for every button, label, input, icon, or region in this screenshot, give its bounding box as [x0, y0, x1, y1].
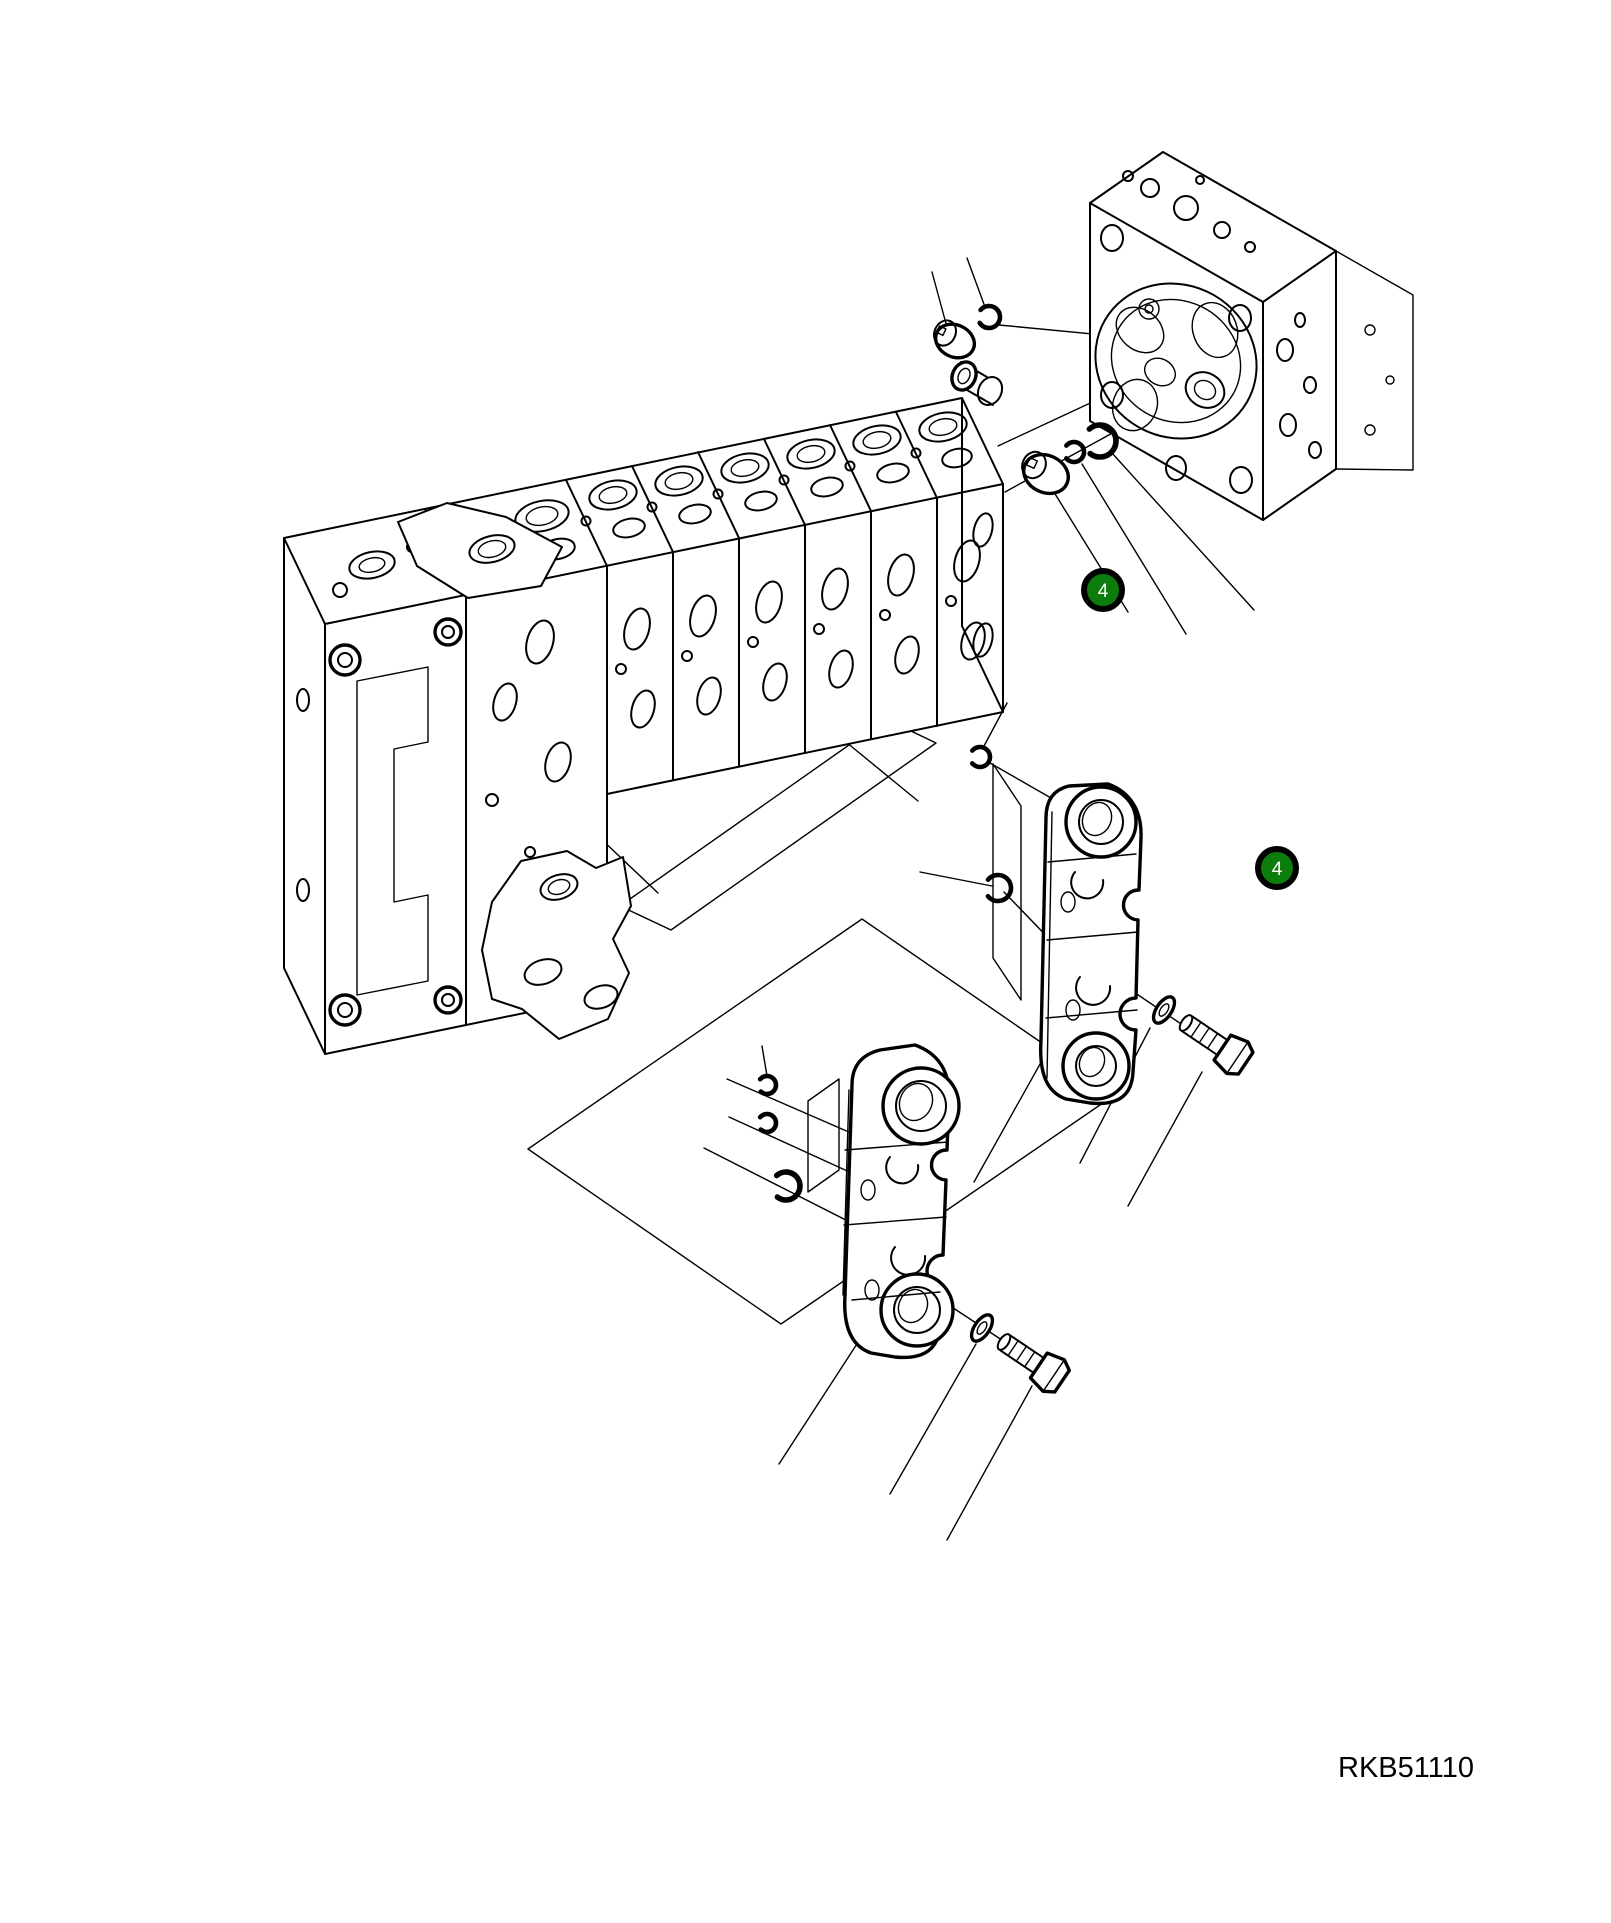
plug-3: [1021, 450, 1070, 496]
o-ring-upper-bracket-small: [967, 744, 993, 770]
inlet-end-block: [296, 541, 463, 1027]
washer-upper: [1151, 995, 1177, 1025]
callout-badge-1[interactable]: 4: [1081, 568, 1125, 612]
top-face-ports: [580, 411, 973, 539]
end-cover-block: [1089, 151, 1414, 521]
cover-bolt-holes: [1100, 224, 1253, 494]
o-ring-lower-bracket-small-1: [755, 1073, 779, 1097]
callout-badge-2-label: 4: [1272, 859, 1283, 880]
cover-circular-recess: [1094, 282, 1258, 440]
manifold-bracket-upper: [1038, 782, 1143, 1106]
valve-section-dividers: [631, 411, 938, 781]
manifold-bracket-lower: [842, 1043, 961, 1360]
front-face-ports: [615, 512, 994, 729]
o-ring-lower-bracket-small-2: [755, 1111, 779, 1135]
cover-top-ports: [1122, 170, 1256, 253]
plug-1: [933, 319, 977, 360]
hex-bolt-lower: [996, 1333, 1072, 1394]
snap-ring: [1081, 422, 1119, 460]
cover-side-ports: [1276, 312, 1395, 459]
washer-lower: [969, 1313, 995, 1343]
lifting-lug: [397, 502, 563, 599]
mounting-foot-bracket: [481, 850, 632, 1040]
leader-lines: [597, 257, 1301, 1541]
callout-badge-2[interactable]: 4: [1255, 846, 1299, 890]
main-valve-stack: [283, 397, 1004, 1055]
callout-badge-1-label: 4: [1098, 581, 1109, 602]
alignment-plane-lower-bracket: [807, 1078, 840, 1193]
mounting-bosses: [328, 617, 463, 1027]
o-ring-2: [1061, 439, 1087, 465]
hex-bolt-upper: [1178, 1014, 1255, 1076]
alignment-plane-upper-bracket: [992, 763, 1022, 1001]
alignment-plane-strip: [619, 718, 937, 931]
plug-2: [950, 360, 1004, 407]
o-ring-upper-bracket-large: [982, 872, 1014, 904]
alignment-plane-large: [527, 918, 1117, 1325]
alignment-planes: [527, 718, 1117, 1325]
figure-code-label: RKB51110: [1338, 1752, 1474, 1784]
o-ring-lower-bracket-large: [769, 1169, 803, 1203]
j-groove: [356, 666, 429, 996]
o-ring-1: [975, 303, 1003, 331]
